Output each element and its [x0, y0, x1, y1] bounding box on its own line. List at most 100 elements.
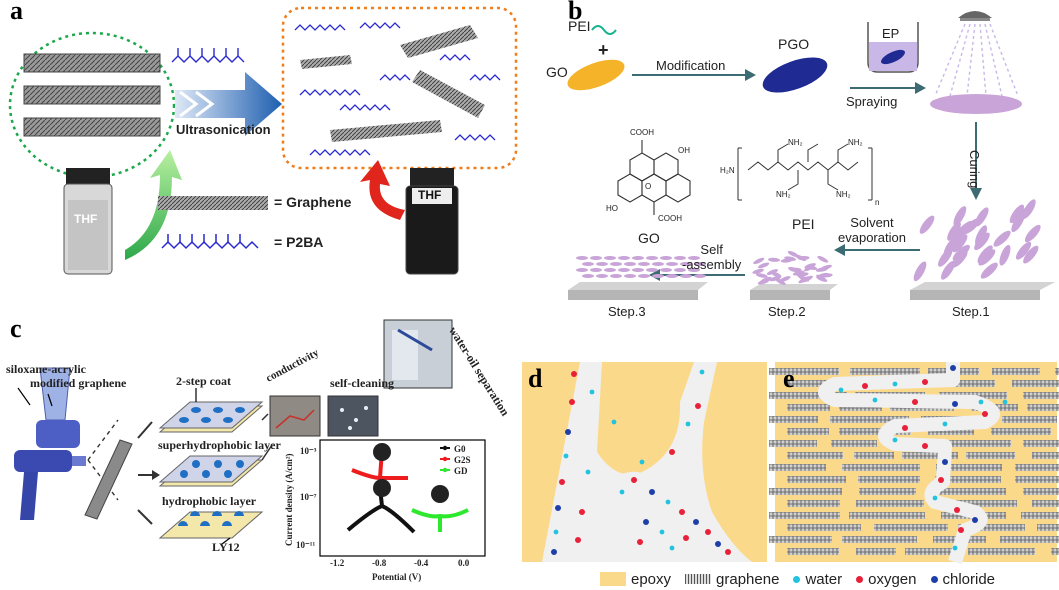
step3-particle: [688, 268, 700, 272]
step3-particle: [624, 262, 636, 266]
graphene-sheet: [787, 404, 830, 411]
step1-particle: [1009, 204, 1025, 224]
step3-particle: [590, 256, 602, 260]
xtick-1: -1.2: [330, 558, 345, 568]
super-label: superhydrophobic layer: [158, 438, 281, 452]
dispersed-sheets: [300, 25, 485, 142]
vial-label-right: THF: [418, 188, 442, 202]
xtick-4: 0.0: [458, 558, 470, 568]
plot-legend-marker: [442, 456, 448, 462]
molecule-dot: [938, 477, 944, 483]
molecule-dot: [862, 383, 868, 389]
modification-label: Modification: [656, 58, 726, 73]
panel-e: e: [769, 362, 1059, 565]
molecule-dot: [665, 499, 671, 505]
graphene-sheet: [769, 392, 847, 399]
molecule-dot: [725, 549, 731, 555]
molecule-dot: [922, 379, 928, 385]
spraying-label: Spraying: [846, 94, 898, 109]
coat-label: 2-step coat: [176, 374, 231, 388]
step2-particle: [752, 268, 764, 274]
selfclean-label: self-cleaning: [330, 376, 394, 390]
molecule-dot: [699, 369, 705, 375]
spray-label-2: modified graphene: [30, 376, 127, 390]
step1-substrate: [910, 282, 1055, 300]
graphene-sheet: [769, 440, 817, 447]
legend-water: water: [805, 570, 843, 588]
step1-particle: [951, 224, 968, 242]
molecule-dot: [932, 495, 938, 501]
graphene-sheet: [1032, 452, 1059, 459]
graphene-sheet: [991, 428, 1051, 435]
step3-particle: [652, 262, 664, 266]
graphene-sheet: [850, 368, 920, 375]
legend-oxygen: oxygen: [868, 570, 917, 588]
dispersed-p2ba: [294, 22, 501, 156]
step3-particle: [604, 268, 616, 272]
molecule-dot: [922, 443, 928, 449]
step3-particle: [646, 256, 658, 260]
step2-particle: [753, 257, 765, 265]
go-particle: [567, 59, 625, 91]
step3-particle: [632, 256, 644, 260]
step2-particle: [820, 273, 833, 278]
graphene-sheet: [787, 548, 839, 555]
graphene-sheet: [769, 368, 839, 375]
graphene-sheet: [1051, 548, 1059, 555]
molecule-dot: [643, 519, 649, 525]
pei-nh2-a: NH₂: [788, 138, 803, 147]
graphene-sheet: [1037, 524, 1059, 531]
pgo-particle: [762, 57, 828, 93]
conductivity-photo: [269, 395, 321, 437]
cooh-top: COOH: [630, 128, 654, 137]
graphene-sheet: [928, 428, 974, 435]
molecule-dot: [569, 399, 575, 405]
step1-label: Step.1: [952, 304, 990, 319]
graphene-sheet: [787, 476, 846, 483]
molecule-dot: [952, 401, 958, 407]
xtick-2: -0.8: [372, 558, 387, 568]
graphene-sheet: [905, 548, 960, 555]
step3-particle: [666, 262, 678, 266]
graphene-sheet: [769, 488, 842, 495]
graphene-sheet: [1021, 512, 1059, 519]
molecule-dot: [679, 509, 685, 515]
step3-particle: [674, 268, 686, 272]
panel-e-drawing: [769, 362, 1059, 565]
pei-nh2-c: NH₂: [776, 190, 791, 199]
molecule-dot: [838, 387, 844, 393]
molecule-dot: [872, 397, 878, 403]
molecule-dot: [1002, 399, 1008, 405]
molecule-dot: [585, 469, 591, 475]
graphene-sheet: [1015, 476, 1059, 483]
molecule-dot: [565, 429, 571, 435]
pgo-label: PGO: [778, 36, 810, 52]
dispersion-box: [281, 6, 518, 170]
molecule-dot: [579, 509, 585, 515]
legend-graphene: graphene: [716, 570, 780, 588]
graphene-sheet: [858, 476, 920, 483]
step1-particle: [952, 244, 970, 261]
graphene-sheet: [1023, 392, 1059, 399]
graphene-sheet: [787, 380, 853, 387]
spray-gun-icon: [14, 367, 86, 520]
graphene-sheet: [787, 428, 829, 435]
legend-p2ba-swatch: [161, 234, 259, 250]
molecule-dot: [958, 527, 964, 533]
step3-particle: [624, 274, 636, 278]
molecule-dot: [659, 529, 665, 535]
step2-particle: [792, 270, 805, 276]
droplet-gd: [431, 485, 449, 503]
panel-c-label: c: [10, 314, 22, 343]
panel-d: d: [522, 362, 767, 562]
panel-b-label: b: [568, 0, 583, 25]
plot-legend-gd: GD: [454, 466, 468, 476]
graphene-swatch: [685, 574, 712, 584]
molecule-dot: [555, 505, 561, 511]
graphene-sheet: [842, 464, 920, 471]
cooh-bottom: COOH: [658, 214, 682, 223]
step2-particle: [804, 263, 816, 269]
legend-chloride: chloride: [942, 570, 996, 588]
step1-particle: [941, 260, 955, 280]
selfclean-photo: [327, 395, 379, 437]
